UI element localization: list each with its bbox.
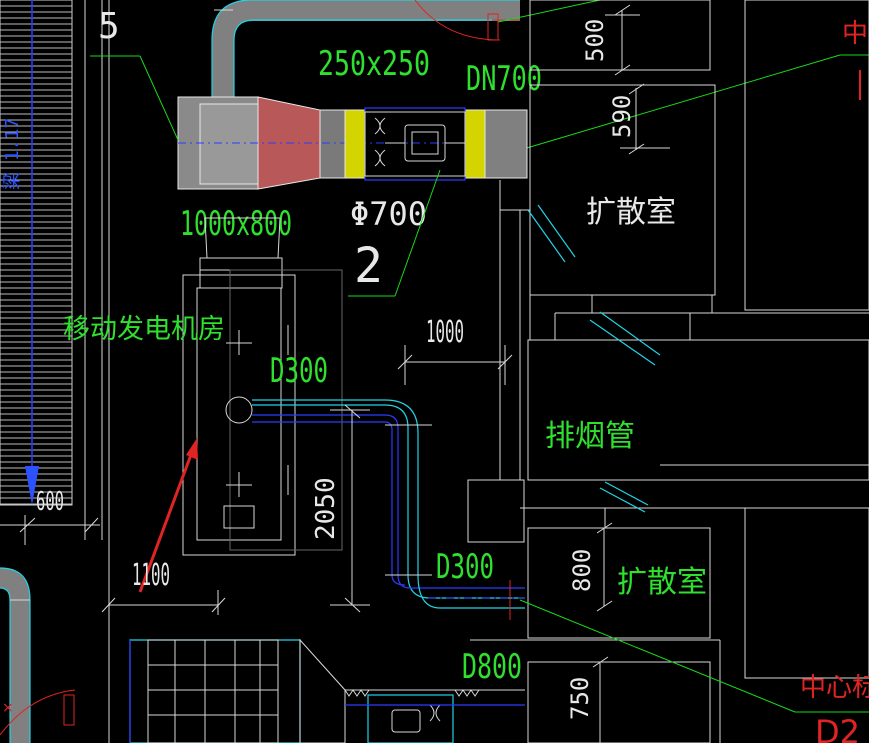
diffusion-room-top: 扩散室 [586, 195, 676, 230]
dim-590 [620, 83, 670, 155]
dim-1000 [397, 345, 513, 385]
dim-590-text: 590 [608, 95, 636, 138]
center-mark-bottom: 中心标高 [800, 673, 869, 703]
d300-duct-route [252, 399, 525, 620]
blue-side-label: 梁 1.17 [2, 118, 23, 190]
dim-500 [605, 4, 640, 76]
red-code-label: D2 [815, 713, 860, 743]
bottom-damper-section [344, 689, 525, 743]
red-pointer-arrow [138, 451, 194, 593]
box-size-1000x800: 1000x800 [180, 204, 292, 244]
room-walls [467, 0, 869, 743]
grid-number-5: 5 [98, 6, 120, 47]
damper-pipe [344, 107, 528, 181]
svg-text:×: × [2, 700, 14, 716]
diffusion-room-bottom: 扩散室 [617, 565, 707, 600]
phi700-label: Φ700 [350, 195, 427, 233]
bottom-left-elbow: × [0, 567, 76, 743]
bottom-air-grille [129, 638, 346, 743]
generator-room-label: 移动发电机房 [63, 314, 225, 345]
dim-800-text: 800 [568, 549, 596, 592]
fan-box [177, 96, 520, 190]
pipe-dn700-label: DN700 [466, 59, 542, 99]
generator-exhaust-stack [182, 217, 343, 556]
dim-600 [0, 515, 100, 545]
dim-750 [592, 656, 609, 743]
dim-2050-text: 2050 [311, 477, 341, 540]
dim-500-text: 500 [581, 19, 609, 62]
d300-label-upper: D300 [270, 351, 328, 391]
dim-800 [596, 522, 613, 612]
duct-size-250x250: 250x250 [318, 44, 430, 84]
exhaust-pipe-label: 排烟管 [545, 419, 635, 454]
dim-1100-text: 1100 [132, 558, 170, 593]
dim-1000-text: 1000 [426, 315, 464, 350]
dim-1100 [101, 590, 226, 615]
center-mark-top: 中心 [842, 19, 869, 49]
top-duct [211, 0, 520, 100]
index-number-2: 2 [354, 238, 383, 294]
d800-label: D800 [462, 647, 522, 687]
dim-2050 [330, 404, 370, 613]
stair-hatch [0, 0, 110, 743]
d300-label-lower: D300 [436, 547, 494, 587]
cyan-diagonals [527, 204, 661, 513]
dim-750-text: 750 [566, 677, 594, 720]
dim-600-text: 600 [36, 487, 64, 517]
